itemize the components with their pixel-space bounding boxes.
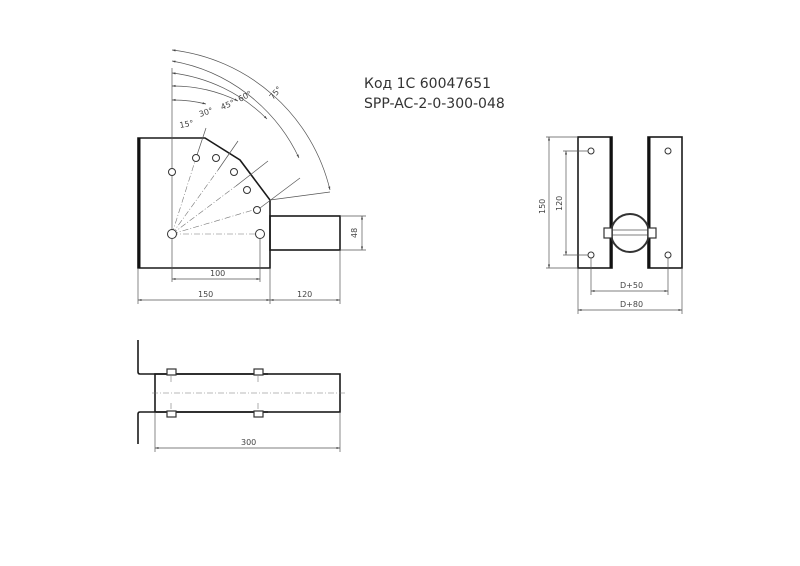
dim-100: 100 [210,269,225,278]
side-view: 150 120 D+50 D+80 [538,136,683,314]
bolt-head [253,368,264,376]
dim-48: 48 [350,228,359,238]
hole [587,147,595,155]
dim-300: 300 [241,438,256,447]
dim-d80: D+80 [620,300,643,309]
title-block: Код 1С 60047651 SPP-AC-2-0-300-048 [364,74,505,114]
top-view: 300 [137,340,345,452]
angle-60: 60° [237,89,254,104]
angle-45: 45° [219,98,236,112]
left-plate [577,136,613,269]
nut [603,227,613,239]
bolt [167,229,177,239]
bracket-plate [137,137,271,269]
angle-75: 75° [268,85,284,102]
dim-150: 150 [198,290,213,299]
hole [168,168,176,176]
dim-120: 120 [297,290,312,299]
dim-120-side: 120 [555,196,564,211]
dim-d50: D+50 [620,281,643,290]
bolt-head [253,410,264,418]
hole [253,206,261,214]
hole [230,168,238,176]
hole [192,154,200,162]
clamp-ring [610,213,650,253]
hole [212,154,220,162]
angle-15: 15° [179,119,195,130]
product-code: Код 1С 60047651 [364,76,492,92]
hole [587,251,595,259]
right-plate [647,136,683,269]
front-view: 15° 30° 45° 60° 75° 100 150 120 48 [137,49,366,304]
hole [664,251,672,259]
hole [664,147,672,155]
product-article: SPP-AC-2-0-300-048 [364,96,505,112]
bolt [255,229,265,239]
bolt-head [166,368,177,376]
nut [647,227,657,239]
hole [243,186,251,194]
angle-30: 30° [198,106,214,119]
dim-150-side: 150 [538,199,547,214]
bolt-head [166,410,177,418]
tube [269,215,341,251]
